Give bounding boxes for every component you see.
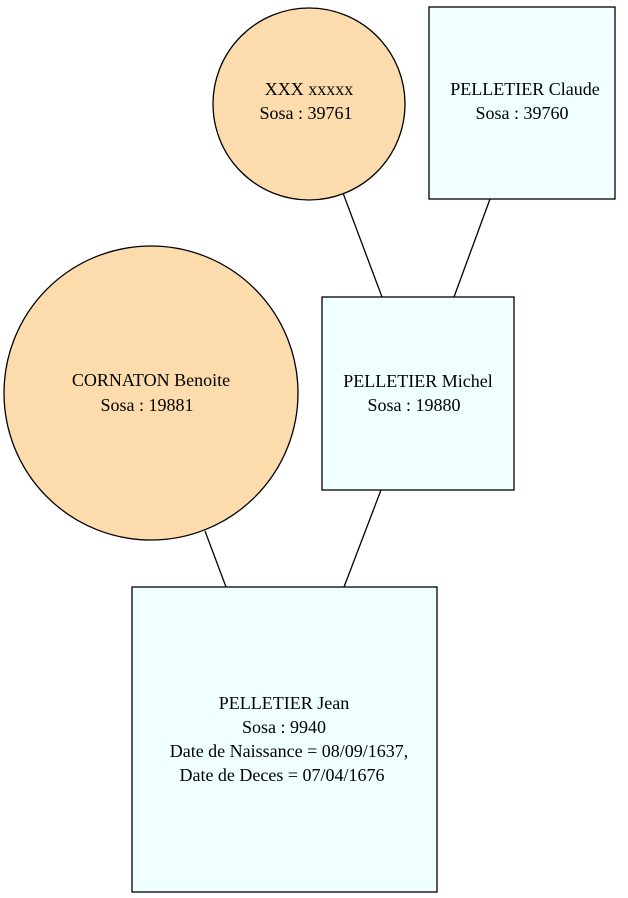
edge-claude-to-michel: [453, 198, 491, 298]
person-sosa: Sosa : 39761: [259, 103, 352, 123]
edge-benoite-to-jean: [204, 530, 227, 588]
person-node-benoite[interactable]: CORNATON Benoite Sosa : 19881: [3, 245, 299, 541]
person-node-jean[interactable]: PELLETIER Jean Sosa : 9940 Date de Naiss…: [131, 586, 438, 893]
person-name: CORNATON Benoite: [72, 370, 230, 390]
person-node-xxx[interactable]: XXX xxxxx Sosa : 39761: [212, 7, 406, 201]
person-sosa: Sosa : 19881: [100, 395, 193, 415]
person-name: PELLETIER Claude: [450, 79, 599, 99]
person-name: XXX xxxxx: [265, 79, 354, 99]
edge-xxx-to-michel: [342, 192, 383, 298]
person-shape-michel: [321, 296, 515, 491]
person-node-claude[interactable]: PELLETIER Claude Sosa : 39760: [428, 6, 616, 200]
person-birth-date: Date de Naissance = 08/09/1637,: [170, 741, 409, 761]
person-shape-xxx: [212, 7, 406, 201]
person-name: PELLETIER Jean: [219, 693, 349, 713]
person-shape-jean: [131, 586, 438, 893]
person-sosa: Sosa : 39760: [475, 103, 568, 123]
person-shape-benoite: [3, 245, 299, 541]
person-death-date: Date de Deces = 07/04/1676: [179, 765, 384, 785]
person-sosa: Sosa : 19880: [367, 395, 460, 415]
person-shape-claude: [428, 6, 616, 200]
person-node-michel[interactable]: PELLETIER Michel Sosa : 19880: [321, 296, 515, 491]
person-sosa: Sosa : 9940: [242, 717, 326, 737]
edge-michel-to-jean: [343, 489, 382, 588]
person-name: PELLETIER Michel: [343, 371, 492, 391]
